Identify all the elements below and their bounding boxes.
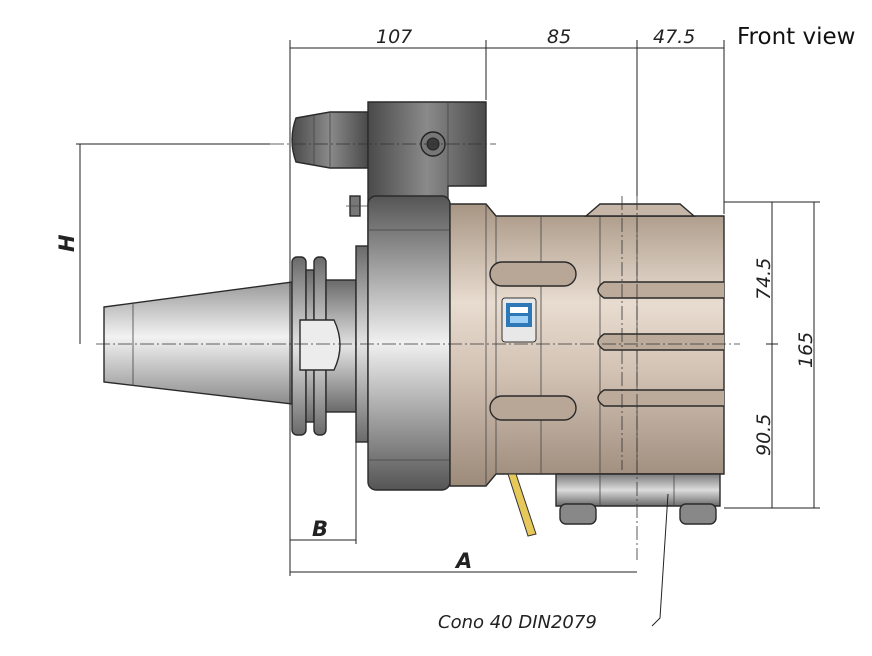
base-fixture xyxy=(555,473,721,507)
slot-upper xyxy=(489,261,577,287)
dim-H: H xyxy=(55,234,79,252)
dimensions: 107 85 47.5 74.5 90.5 165 H B A Cono 40 … xyxy=(55,26,820,633)
dim-B: B xyxy=(312,517,328,541)
dim-A: A xyxy=(454,549,472,573)
dim-165: 165 xyxy=(795,332,817,368)
dim-107: 107 xyxy=(376,26,412,48)
dim-47-5: 47.5 xyxy=(653,26,695,48)
taper-callout: Cono 40 DIN2079 xyxy=(438,612,597,633)
rotary-ring xyxy=(367,195,451,491)
tool-assembly: 10 0 350 xyxy=(103,101,725,537)
dim-90-5: 90.5 xyxy=(753,414,775,456)
view-title: Front view xyxy=(737,24,856,50)
brand-logo xyxy=(501,297,537,343)
dim-85: 85 xyxy=(547,26,571,48)
slot-lower xyxy=(489,395,577,421)
brace-rod xyxy=(507,473,537,537)
taper-shank xyxy=(103,281,293,405)
dim-74-5: 74.5 xyxy=(753,258,775,300)
